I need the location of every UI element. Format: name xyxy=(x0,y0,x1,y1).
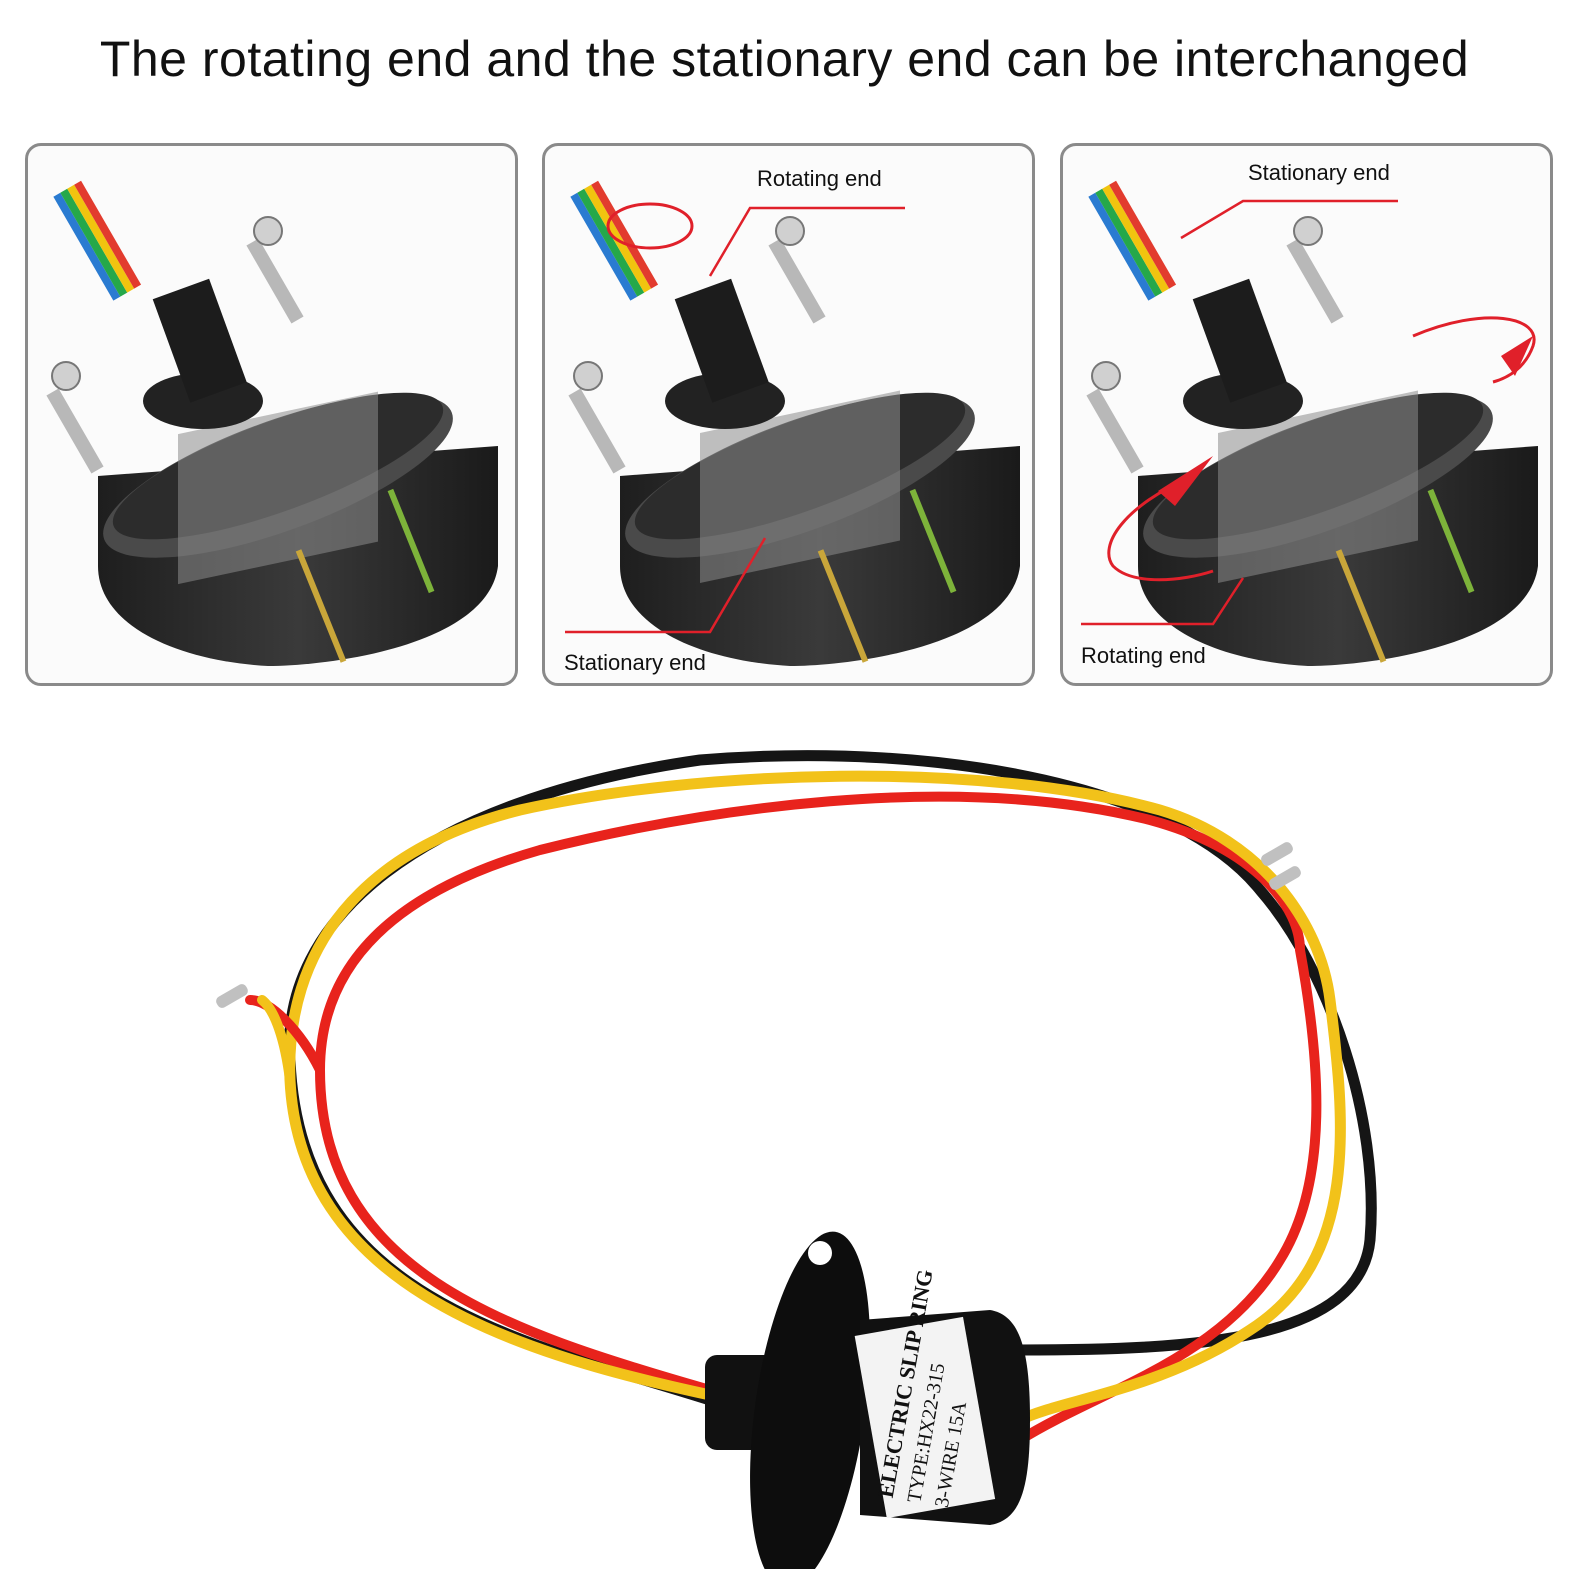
rotating-end-label: Rotating end xyxy=(757,166,882,191)
slip-ring-panel-rotating-top: Rotating end Stationary end xyxy=(542,143,1035,686)
rotating-end-label: Rotating end xyxy=(1081,643,1206,668)
rotation-arrow-icon xyxy=(606,202,694,250)
slip-ring-illustration xyxy=(565,180,1020,666)
red-wire-end xyxy=(245,995,325,1075)
yellow-wire xyxy=(284,770,1346,1426)
red-wire xyxy=(314,791,1322,1445)
slip-ring-panel-rotating-bottom: Stationary end Rotating end xyxy=(1060,143,1553,686)
rotation-arrow-icon xyxy=(1107,474,1214,582)
slip-ring-panel-plain xyxy=(25,143,518,686)
headline: The rotating end and the stationary end … xyxy=(99,31,1470,87)
stationary-end-label: Stationary end xyxy=(1248,160,1390,185)
yellow-wire-end xyxy=(257,995,295,1085)
slip-ring-body xyxy=(705,1231,1030,1569)
slip-ring-illustration xyxy=(1081,180,1538,666)
slip-ring-illustration xyxy=(46,180,498,666)
stationary-end-label: Stationary end xyxy=(564,650,706,675)
slip-ring-product-photo: ELECTRIC SLIP RING TYPE:HX22-315 3-WIRE … xyxy=(216,750,1377,1569)
rotation-arrow-icon xyxy=(1412,316,1536,384)
